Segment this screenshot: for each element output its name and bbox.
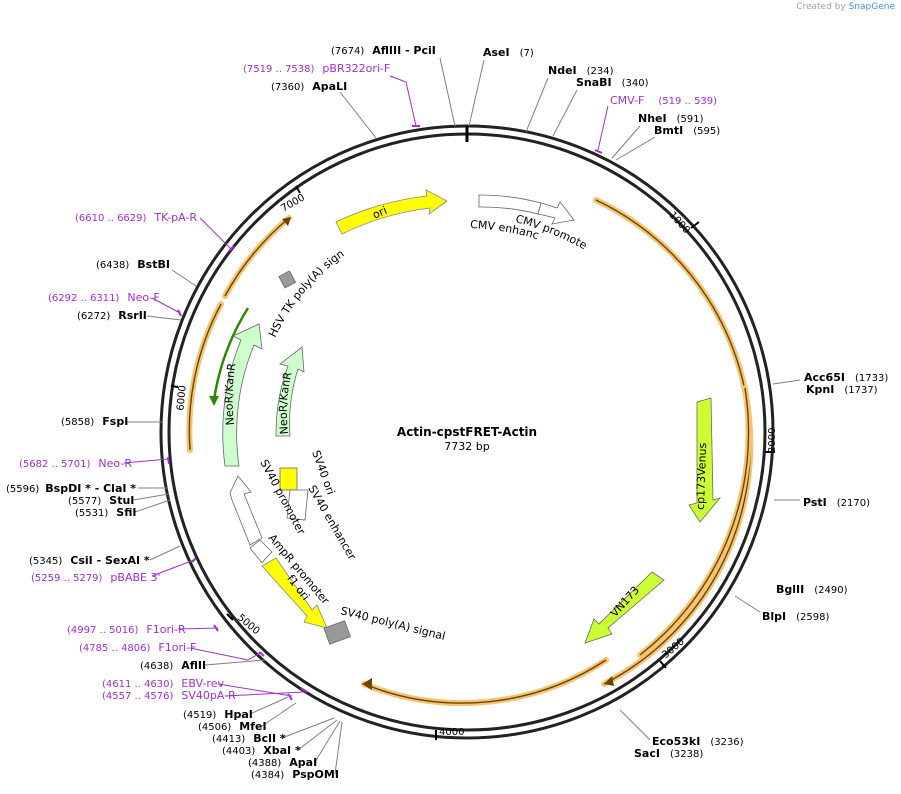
hsv-tk-polya-feature <box>278 270 297 289</box>
cp173venus-feature <box>688 397 722 523</box>
site-xbai: (4403)XbaI * <box>222 744 301 757</box>
leader-lines <box>125 57 801 775</box>
tick-mark <box>659 660 667 669</box>
site-nhei: NheI(591) <box>638 112 704 125</box>
ori-label: ori <box>371 204 389 222</box>
primer-labels: (7519 .. 7538)pBR322ori-F CMV-F(519 .. 5… <box>19 62 717 702</box>
orf-arcs <box>186 197 754 706</box>
primer-cmv-f: CMV-F(519 .. 539) <box>610 94 717 107</box>
cp173venus-label: cp173Venus <box>694 442 709 510</box>
neor-kanr-label-1: NeoR/KanR <box>223 362 239 426</box>
snapgene-logo: SnapGene <box>848 2 895 12</box>
tick-label-6000: 6000 <box>175 385 188 411</box>
tick-mark <box>295 185 301 194</box>
primer-pbr322ori-f: (7519 .. 7538)pBR322ori-F <box>243 62 390 75</box>
site-fspi: (5858)FspI <box>61 415 128 428</box>
orf-arrowhead <box>282 217 291 226</box>
site-apai: (4388)ApaI <box>248 756 317 769</box>
neor-kanr-label-2: NeoR/KanR <box>277 370 295 435</box>
neor-kanr-feature-1 <box>222 323 263 467</box>
orf-arrowhead <box>362 678 372 690</box>
plasmid-length: 7732 bp <box>444 440 489 453</box>
primer-tk-pa-r: (6610 .. 6629)TK-pA-R <box>75 211 197 224</box>
site-snabi: SnaBI(340) <box>576 76 649 89</box>
site-rsrii: (6272)RsrII <box>77 309 147 322</box>
site-mfei: (4506)MfeI <box>198 720 267 733</box>
site-hpai: (4519)HpaI <box>183 708 253 721</box>
orf-arrowhead <box>209 396 219 406</box>
credit-prefix: Created by <box>796 2 846 12</box>
tick-mark <box>690 221 700 229</box>
site-psti: PstI(2170) <box>803 496 870 509</box>
primer-f1ori-r: (4997 .. 5016)F1ori-R <box>67 623 186 636</box>
tick-mark <box>226 613 234 621</box>
site-saci: SacI(3238) <box>634 747 703 760</box>
primer-ebv-rev: (4611 .. 4630)EBV-rev <box>102 677 224 690</box>
orf-arc-left-top-core <box>224 217 290 297</box>
site-bstbi: (6438)BstBI <box>96 258 170 271</box>
site-eco53ki: Eco53kI(3236) <box>652 735 744 748</box>
cmv-enhancer-feature <box>478 194 542 215</box>
neo-orf-arc <box>212 307 250 401</box>
site-bspdi-clai: (5596)BspDI * - ClaI * <box>6 482 136 495</box>
f1-ori-feature <box>261 557 328 629</box>
neor-kanr-feature-2 <box>275 346 305 437</box>
sv40-ori-feature <box>279 467 298 491</box>
ori-feature <box>335 189 448 235</box>
vn173-feature <box>584 571 665 644</box>
primer-pbabe3: (5259 .. 5279)pBABE 3' <box>31 571 161 584</box>
orf-arc-left-top <box>222 215 292 299</box>
site-bmti: BmtI(595) <box>654 124 720 137</box>
plasmid-name: Actin-cpstFRET-Actin <box>397 425 537 439</box>
site-acc65i: Acc65I(1733) <box>804 371 888 384</box>
site-bglii: BglII(2490) <box>776 583 848 596</box>
site-csii-sexai: (5345)CsiI - SexAI * <box>29 554 150 567</box>
primer-f1ori-f: (4785 .. 4806)F1ori-F <box>79 641 196 654</box>
site-ndei: NdeI(234) <box>548 64 614 77</box>
site-kpni: KpnI(1737) <box>806 383 878 396</box>
primer-neo-r: (5682 .. 5701)Neo-R <box>19 457 132 470</box>
site-pspomi: (4384)PspOMI <box>251 768 339 781</box>
site-sfii: (5531)SfiI <box>75 506 136 519</box>
orf-arc-bottom-core <box>363 659 607 704</box>
sv40-polya-label: SV40 poly(A) signal <box>339 604 446 643</box>
tick-label-2000: 2000 <box>767 428 778 453</box>
site-blpi: BlpI(2598) <box>762 610 829 623</box>
site-bcli: (4413)BclI * <box>212 732 286 745</box>
tick-mark <box>170 385 179 388</box>
ampr-promoter-feature <box>249 539 273 564</box>
hsv-tk-polya-label: HSV TK poly(A) signal <box>0 0 347 339</box>
orf-arc-inner-core <box>639 387 750 656</box>
orf-arrowhead <box>604 676 614 686</box>
site-apali: (7360)ApaLI <box>271 80 347 93</box>
cmv-promoter-feature <box>537 201 575 225</box>
tick-label-4000: 4000 <box>439 727 464 738</box>
site-asei: AseI(7) <box>483 46 534 59</box>
site-aflIII-pcii: (7674)AflIII - PciI <box>331 44 436 57</box>
orf-arc-inner <box>637 385 752 658</box>
sv40-enhancer-feature <box>286 489 309 521</box>
site-stui: (5577)StuI <box>68 494 134 507</box>
sv40-polya-feature <box>323 620 351 645</box>
backbone <box>159 124 775 740</box>
restriction-sites: (7674)AflIII - PciI AseI(7) NdeI(234) Sn… <box>6 44 888 781</box>
plasmid-title: Actin-cpstFRET-Actin 7732 bp <box>397 425 537 453</box>
primer-lines <box>123 75 609 701</box>
sv40-promoter-feature <box>229 475 263 546</box>
primer-neo-f: (6292 .. 6311)Neo-F <box>48 291 160 304</box>
site-aflii: (4638)AflII <box>140 659 206 672</box>
orf-arc-left-core <box>188 303 222 451</box>
orf-arc-bottom <box>361 657 609 706</box>
cmv-enhancer-label: CMV enhancer <box>0 0 540 242</box>
sv40-enhancer-label: SV40 enhancer <box>305 483 358 562</box>
primer-sv40pa-r: (4557 .. 4576)SV40pA-R <box>102 689 236 702</box>
created-by-credit: Created by SnapGene <box>796 2 895 12</box>
